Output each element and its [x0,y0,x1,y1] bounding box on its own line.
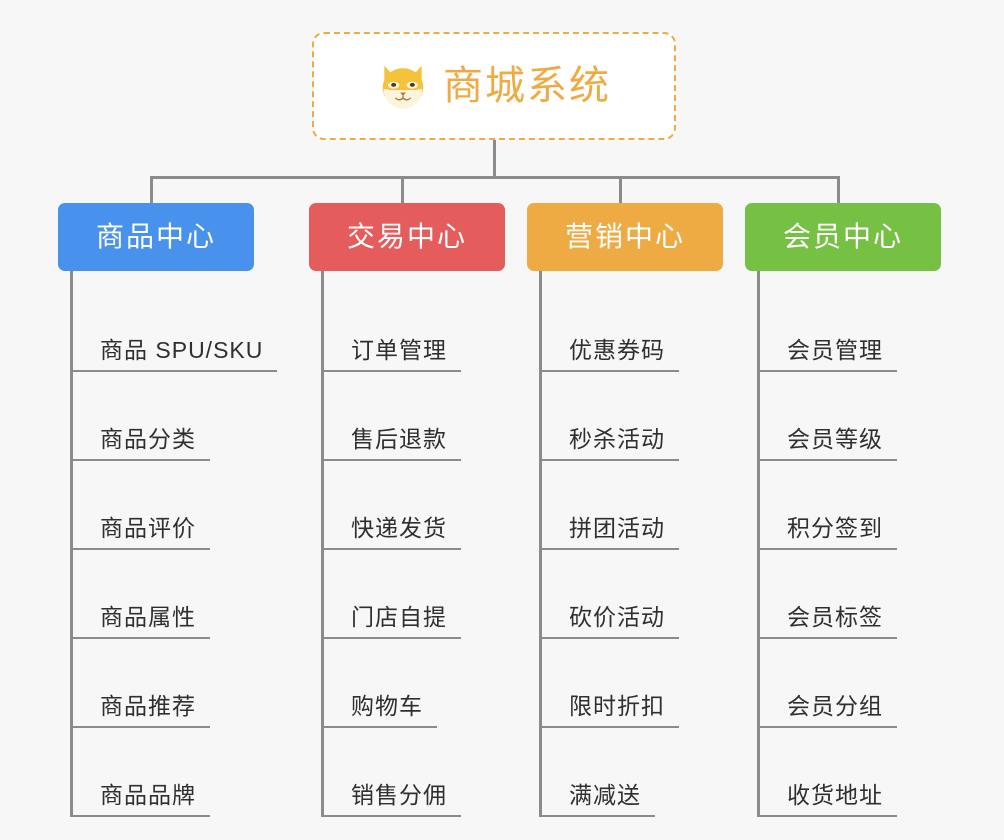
connector-horizontal-bus [150,176,838,179]
leaf-item[interactable]: 商品品牌 [58,728,254,817]
leaf-item-label: 优惠券码 [569,336,665,363]
leaf-item[interactable]: 拼团活动 [527,461,723,550]
branch-4-spine [757,271,760,817]
leaf-item[interactable]: 商品评价 [58,461,254,550]
branch-2-spine [321,271,324,817]
leaf-item-label: 商品属性 [100,603,196,630]
leaf-item-label: 砍价活动 [569,603,665,630]
leaf-item[interactable]: 商品推荐 [58,639,254,728]
branch-header-2[interactable]: 交易中心 [309,203,505,271]
leaf-item[interactable]: 满减送 [527,728,723,817]
branch-header-3-label: 营销中心 [564,221,685,252]
branch-column-3: 营销中心 优惠券码 秒杀活动 拼团活动 砍价活动 限时折扣 满减送 [527,203,723,817]
branch-4-leaf-list: 会员管理 会员等级 积分签到 会员标签 会员分组 收货地址 [745,271,941,817]
leaf-item[interactable]: 砍价活动 [527,550,723,639]
leaf-item-label: 商品 SPU/SKU [100,336,264,363]
leaf-item-label: 快递发货 [351,514,447,541]
leaf-item[interactable]: 门店自提 [309,550,505,639]
connector-root-stem [493,140,496,178]
leaf-item[interactable]: 购物车 [309,639,505,728]
connector-drop-2 [401,176,404,206]
leaf-item[interactable]: 收货地址 [745,728,941,817]
leaf-item[interactable]: 会员标签 [745,550,941,639]
leaf-item[interactable]: 秒杀活动 [527,372,723,461]
branch-column-4: 会员中心 会员管理 会员等级 积分签到 会员标签 会员分组 收货地址 [745,203,941,817]
leaf-item-label: 秒杀活动 [569,425,665,452]
branch-3-spine [539,271,542,817]
leaf-item[interactable]: 快递发货 [309,461,505,550]
leaf-item[interactable]: 会员管理 [745,283,941,372]
leaf-item[interactable]: 商品分类 [58,372,254,461]
branch-column-1: 商品中心 商品 SPU/SKU 商品分类 商品评价 商品属性 商品推荐 商品品牌 [58,203,278,817]
leaf-item-label: 订单管理 [351,336,447,363]
branch-1-spine [70,271,73,817]
leaf-item-label: 拼团活动 [569,514,665,541]
leaf-item[interactable]: 积分签到 [745,461,941,550]
branch-1-leaf-list: 商品 SPU/SKU 商品分类 商品评价 商品属性 商品推荐 商品品牌 [58,271,278,817]
branch-3-leaf-list: 优惠券码 秒杀活动 拼团活动 砍价活动 限时折扣 满减送 [527,271,723,817]
leaf-item-label: 购物车 [351,692,423,719]
leaf-item[interactable]: 优惠券码 [527,283,723,372]
root-node-card[interactable]: 商城系统 [312,32,676,140]
leaf-item-label: 满减送 [569,781,641,808]
leaf-item[interactable]: 限时折扣 [527,639,723,728]
shiba-dog-face-icon [382,65,424,109]
leaf-item[interactable]: 订单管理 [309,283,505,372]
branch-column-2: 交易中心 订单管理 售后退款 快递发货 门店自提 购物车 销售分佣 [309,203,505,817]
branch-header-2-label: 交易中心 [346,221,467,252]
leaf-item[interactable]: 商品属性 [58,550,254,639]
branch-header-4[interactable]: 会员中心 [745,203,941,271]
leaf-item[interactable]: 商品 SPU/SKU [58,283,278,372]
branch-header-3[interactable]: 营销中心 [527,203,723,271]
leaf-item-label: 销售分佣 [351,781,447,808]
branch-header-1-label: 商品中心 [95,221,216,252]
branch-header-1[interactable]: 商品中心 [58,203,254,271]
root-node-label: 商城系统 [443,64,611,108]
leaf-item-label: 门店自提 [351,603,447,630]
connector-drop-4 [837,176,840,206]
leaf-item[interactable]: 会员等级 [745,372,941,461]
branch-2-leaf-list: 订单管理 售后退款 快递发货 门店自提 购物车 销售分佣 [309,271,505,817]
leaf-item-label: 限时折扣 [569,692,665,719]
leaf-item-label: 会员分组 [787,692,883,719]
leaf-item-label: 商品推荐 [100,692,196,719]
connector-drop-1 [150,176,153,206]
connector-drop-3 [619,176,622,206]
leaf-item-label: 收货地址 [787,781,883,808]
leaf-item-label: 会员管理 [787,336,883,363]
leaf-item-label: 积分签到 [787,514,883,541]
leaf-item-label: 商品品牌 [100,781,196,808]
leaf-item-label: 商品分类 [100,425,196,452]
leaf-item-label: 商品评价 [100,514,196,541]
leaf-item[interactable]: 售后退款 [309,372,505,461]
leaf-item[interactable]: 会员分组 [745,639,941,728]
branch-header-4-label: 会员中心 [782,221,903,252]
leaf-item[interactable]: 销售分佣 [309,728,505,817]
leaf-item-label: 会员标签 [787,603,883,630]
leaf-item-label: 会员等级 [787,425,883,452]
leaf-item-label: 售后退款 [351,425,447,452]
